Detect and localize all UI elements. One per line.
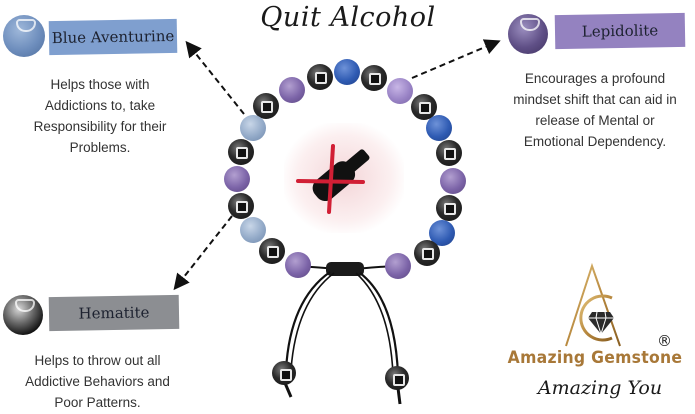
hematite-stone-icon <box>3 295 43 335</box>
bead-lapis <box>426 115 452 141</box>
bead-amethyst <box>385 253 411 279</box>
registered-mark: ® <box>657 332 672 350</box>
bead-hematite-cord-end <box>272 361 296 385</box>
desc-line: Helps those with <box>50 77 150 92</box>
no-alcohol-bottle-icon <box>296 144 370 214</box>
bead-hematite <box>436 140 462 166</box>
hematite-description: Helps to throw out all Addictive Behavio… <box>5 350 190 413</box>
bead-blue-aventurine <box>240 217 266 243</box>
brand-name: Amazing Gemstone <box>507 348 683 368</box>
desc-line: Poor Patterns. <box>54 395 141 410</box>
brand-logo-icon <box>565 262 621 347</box>
desc-line: mindset shift that can aid in <box>513 92 677 107</box>
bead-blue-aventurine <box>240 115 266 141</box>
bead-hematite <box>253 93 279 119</box>
brand-tagline: Amazing You <box>537 377 663 399</box>
arrow-to-blue-aventurine <box>185 40 245 115</box>
desc-line: Responsibility for their <box>33 119 167 134</box>
arrow-to-hematite <box>173 215 233 291</box>
bead-hematite-cord-end <box>385 366 409 390</box>
bead-hematite <box>307 64 333 90</box>
desc-line: release of Mental or <box>535 113 655 128</box>
bead-amethyst <box>440 168 466 194</box>
bead-hematite <box>228 193 254 219</box>
desc-line: Addictive Behaviors and <box>25 374 170 389</box>
page-title: Quit Alcohol <box>260 2 436 33</box>
bead-lepidolite <box>387 78 413 104</box>
bead-hematite <box>414 240 440 266</box>
bead-hematite <box>361 65 387 91</box>
bead-amethyst <box>224 166 250 192</box>
desc-line: Problems. <box>69 140 131 155</box>
bead-hematite <box>259 238 285 264</box>
desc-line: Addictions to, take <box>44 98 156 113</box>
lepidolite-stone-icon <box>508 14 548 54</box>
desc-line: Helps to throw out all <box>34 353 161 368</box>
bead-amethyst <box>279 77 305 103</box>
desc-line: Emotional Dependency. <box>523 134 667 149</box>
bead-lapis <box>334 59 360 85</box>
arrow-to-lepidolite <box>411 39 501 79</box>
bead-hematite <box>436 195 462 221</box>
desc-line: Encourages a profound <box>524 71 666 86</box>
bead-hematite <box>228 139 254 165</box>
bead-amethyst <box>285 252 311 278</box>
blue-aventurine-description: Helps those with Addictions to, take Res… <box>5 74 195 158</box>
lepidolite-description: Encourages a profound mindset shift that… <box>500 68 690 152</box>
blue-aventurine-stone-icon <box>3 15 45 57</box>
